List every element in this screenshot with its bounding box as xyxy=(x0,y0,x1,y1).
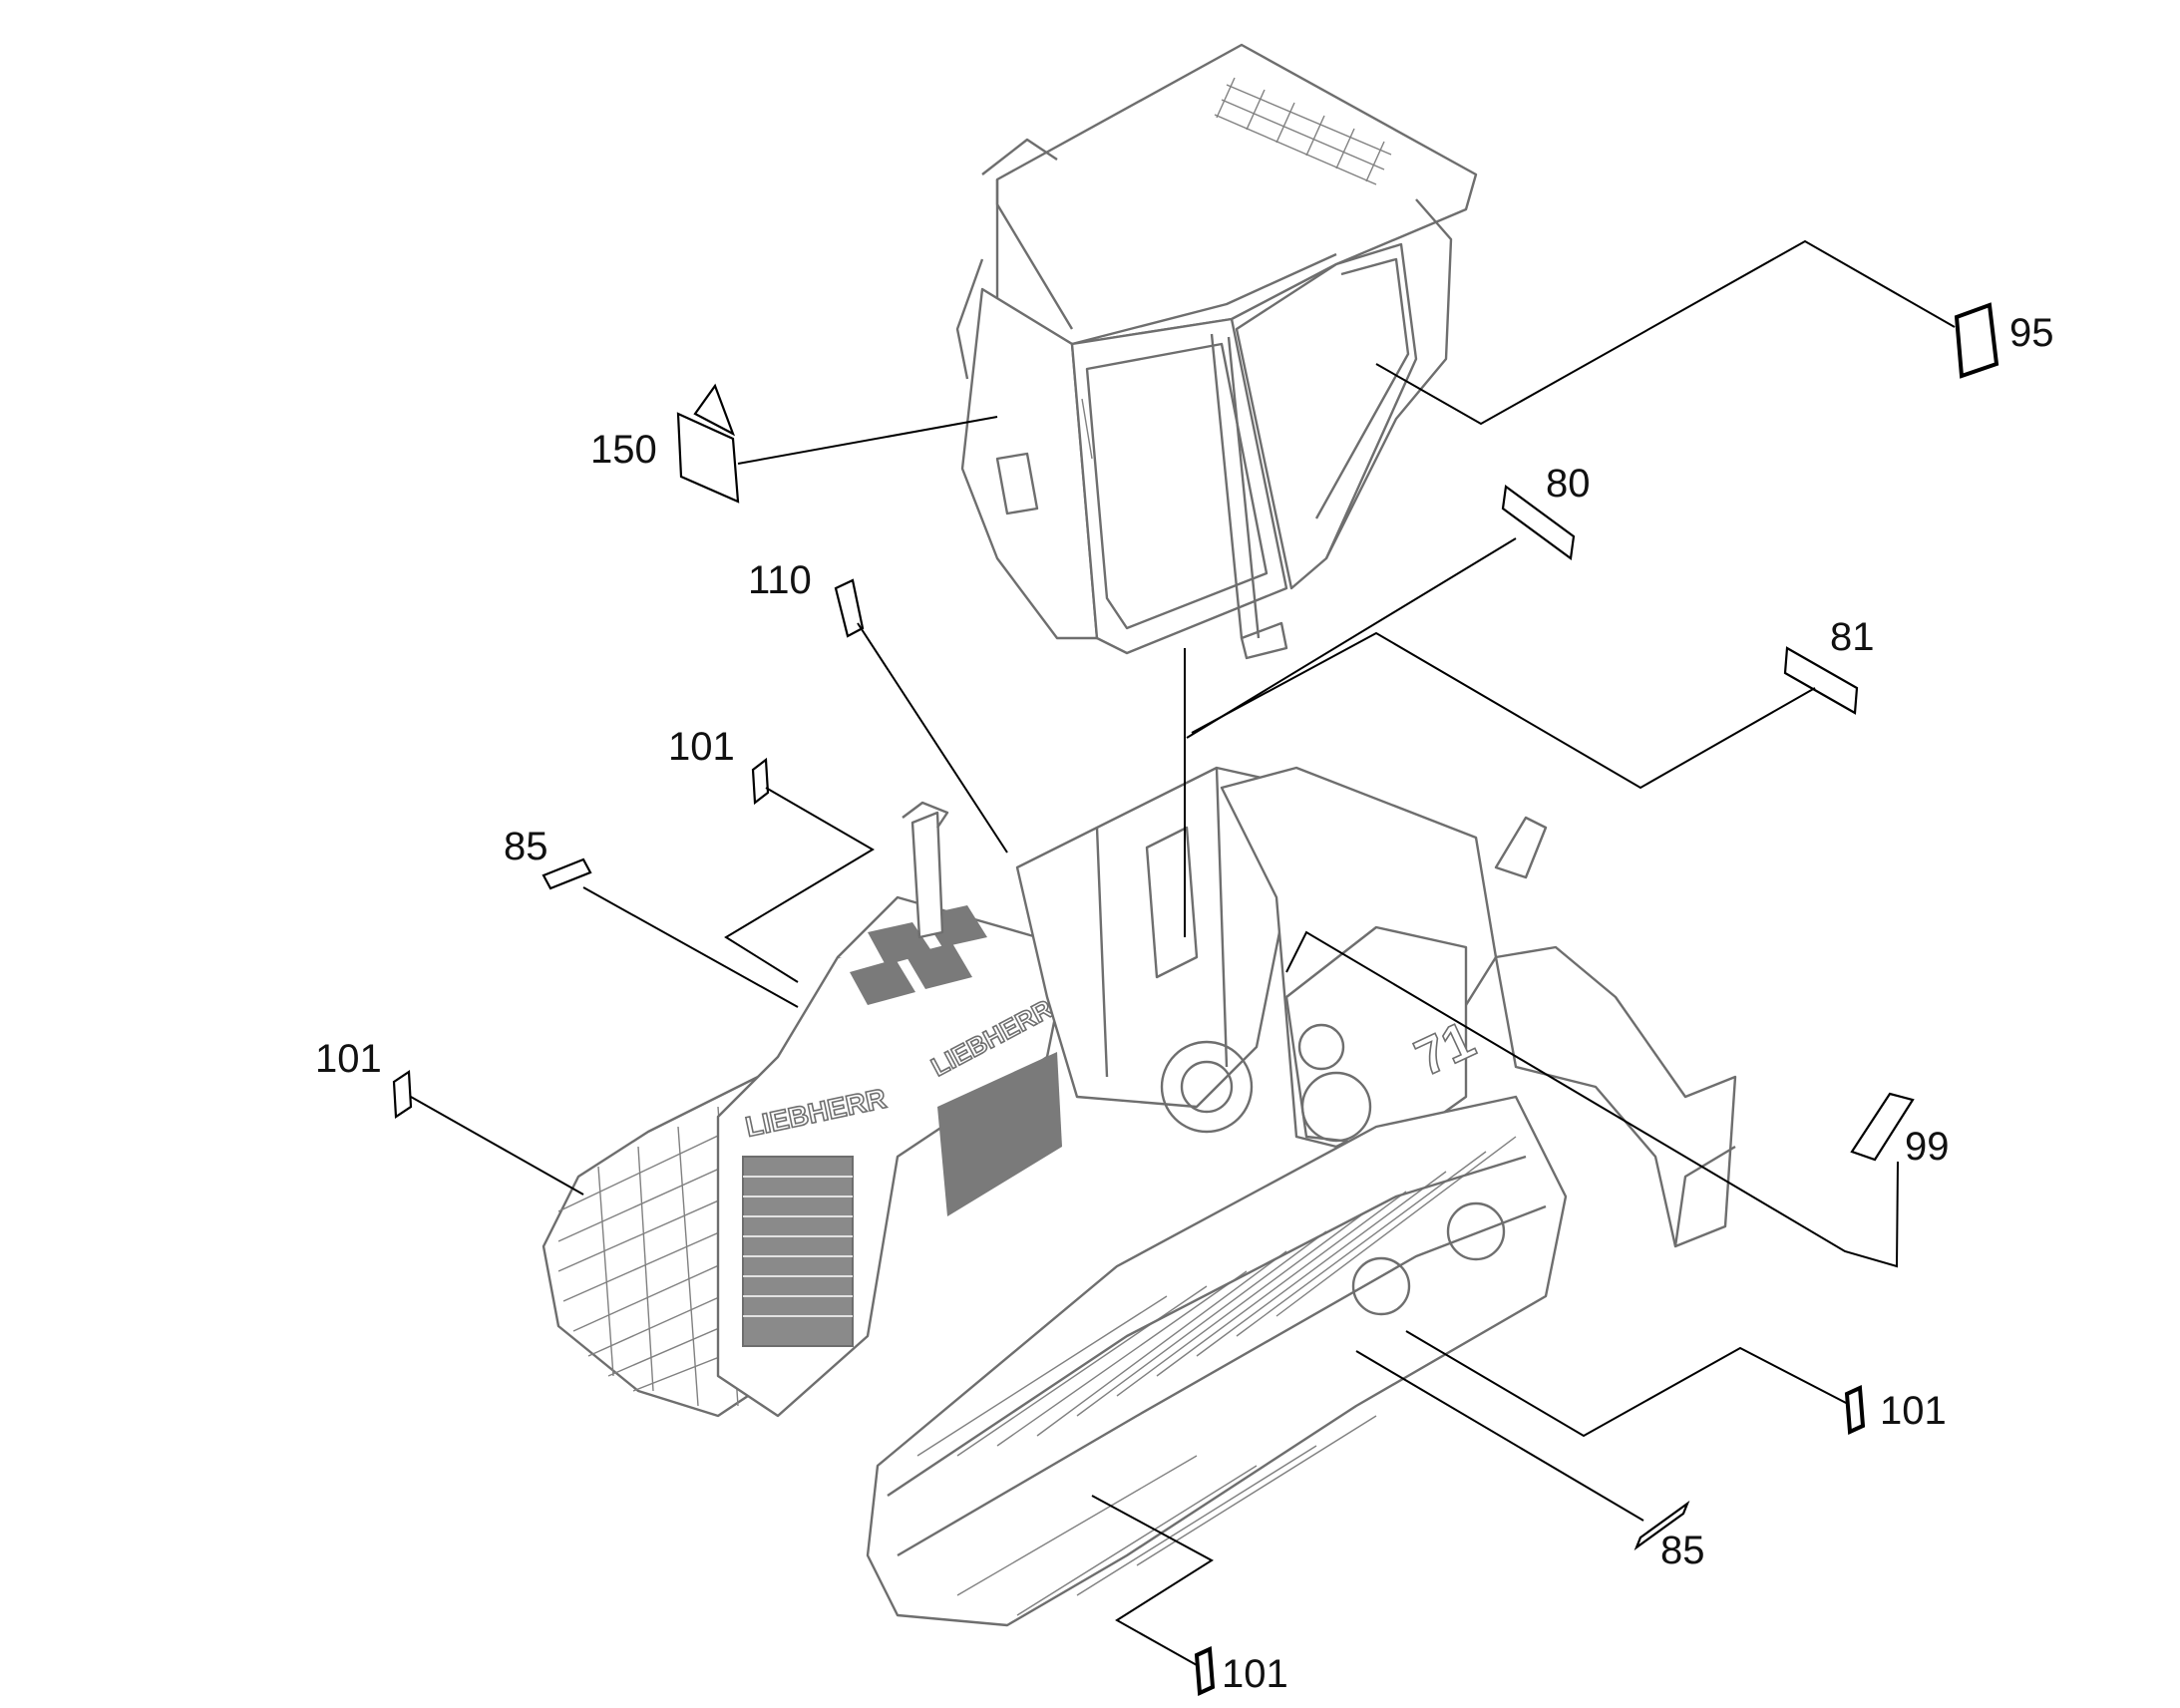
leader-81 xyxy=(1191,631,1816,790)
leader-150 xyxy=(737,416,998,465)
rear-ripper xyxy=(1494,816,1737,1248)
callout-150: 150 xyxy=(590,428,657,472)
callout-101-c: 101 xyxy=(1880,1389,1947,1433)
leader-85-b xyxy=(1355,1350,1644,1522)
decal-85-a xyxy=(542,857,592,890)
leader-101-b xyxy=(410,1096,584,1196)
radiator-grille xyxy=(742,1156,854,1347)
cab-mount-frame xyxy=(1015,766,1308,1134)
callout-101-b: 101 xyxy=(315,1037,382,1081)
leader-110 xyxy=(857,622,1008,854)
decal-101-d xyxy=(1194,1645,1216,1697)
callout-110: 110 xyxy=(748,558,812,602)
callout-85-a: 85 xyxy=(504,825,548,868)
callout-80: 80 xyxy=(1546,462,1591,506)
leader-101-a xyxy=(724,787,875,983)
leader-99 xyxy=(1285,930,1899,1268)
decal-99 xyxy=(1850,1092,1915,1162)
callout-81: 81 xyxy=(1830,615,1875,659)
right-track xyxy=(866,1095,1568,1627)
leader-101-c xyxy=(1405,1330,1849,1438)
leader-80 xyxy=(1186,537,1517,739)
decal-81 xyxy=(1783,646,1859,715)
decal-150 xyxy=(676,383,740,504)
operator-cab xyxy=(955,43,1478,660)
callout-85-b: 85 xyxy=(1660,1529,1705,1572)
leader-lines xyxy=(410,239,1956,1666)
decal-101-b xyxy=(392,1070,413,1119)
callout-labels: 95 150 80 110 81 101 85 101 99 101 85 10… xyxy=(315,311,2054,1696)
engine-hood: LIEBHERR LIEBHERR xyxy=(716,801,1062,1418)
decal-95 xyxy=(1954,302,1999,379)
crawler-dozer-chassis: LIEBHERR LIEBHERR 71 xyxy=(542,766,1737,1627)
leader-95 xyxy=(1375,239,1956,426)
decal-85-b xyxy=(1634,1500,1690,1551)
side-panel-shading xyxy=(937,1052,1062,1216)
rear-body: 71 xyxy=(1220,766,1737,1248)
decal-101-a xyxy=(751,757,770,806)
decal-80 xyxy=(1501,485,1576,560)
exhaust-stack xyxy=(910,811,944,939)
leader-101-d xyxy=(1091,1495,1214,1666)
decal-101-c xyxy=(1844,1384,1866,1436)
decal-110 xyxy=(834,578,865,638)
roof-vent-grid xyxy=(1214,77,1392,185)
leader-85-a xyxy=(582,886,799,1008)
callout-99: 99 xyxy=(1905,1125,1950,1169)
callout-101-d: 101 xyxy=(1222,1652,1288,1696)
callout-101-a: 101 xyxy=(668,725,735,769)
callout-95: 95 xyxy=(2009,311,2054,355)
